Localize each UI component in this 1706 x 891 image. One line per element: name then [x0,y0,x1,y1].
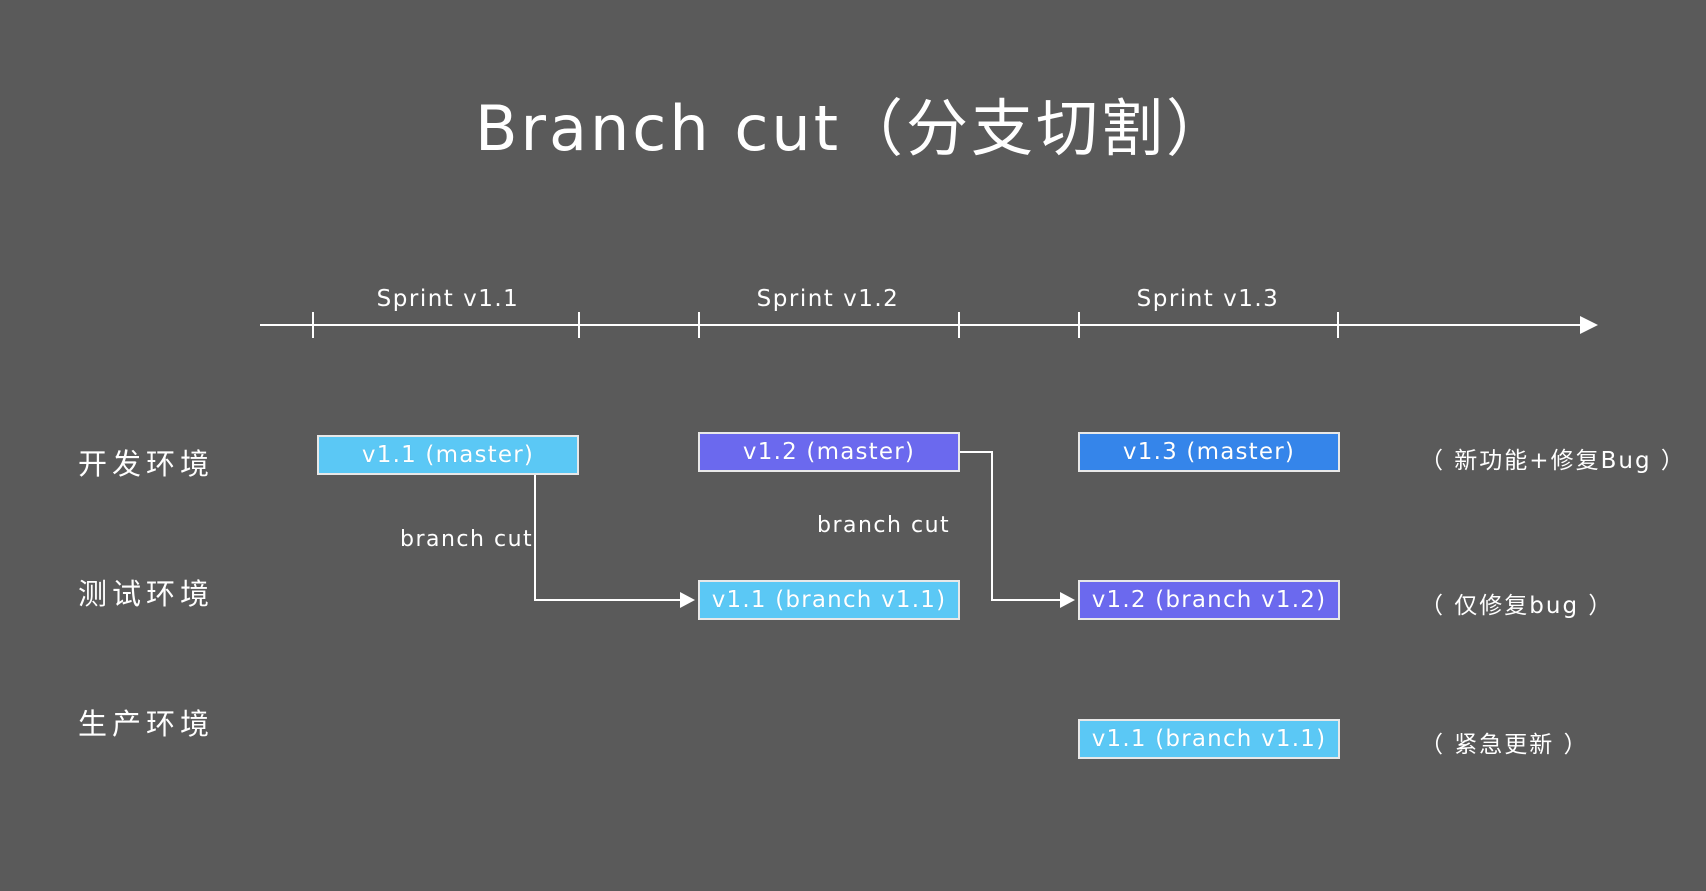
sprint-label-v12: Sprint v1.2 [756,286,900,312]
timeline-arrow-icon [1580,316,1598,334]
version-box-dev-v12[interactable]: v1.2 (master) [698,432,960,472]
version-box-test-v11[interactable]: v1.1 (branch v1.1) [698,580,960,620]
connector-arrowhead-icon [1060,592,1075,608]
page-title: Branch cut（分支切割） [474,92,1232,165]
timeline-tick [958,312,960,338]
connector-segment-vertical [534,475,536,600]
sprint-label-v11: Sprint v1.1 [376,286,520,312]
timeline-tick [312,312,314,338]
version-box-dev-v13[interactable]: v1.3 (master) [1078,432,1340,472]
timeline-axis [260,324,1585,326]
row-label-prod: 生产环境 [78,707,215,741]
note-test: （ 仅修复bug ） [1420,593,1614,619]
connector-label-branch-cut-1: branch cut [400,527,534,552]
connector-segment-horizontal [534,599,680,601]
row-label-test: 测试环境 [78,577,215,611]
sprint-label-v13: Sprint v1.3 [1136,286,1280,312]
note-prod: （ 紧急更新 ） [1420,732,1589,758]
connector-arrowhead-icon [680,592,695,608]
connector-segment-vertical [991,451,993,599]
version-box-test-v12[interactable]: v1.2 (branch v1.2) [1078,580,1340,620]
connector-segment-horizontal [960,451,993,453]
connector-segment-horizontal [991,599,1060,601]
timeline-tick [578,312,580,338]
version-box-prod-v11[interactable]: v1.1 (branch v1.1) [1078,719,1340,759]
version-box-dev-v11[interactable]: v1.1 (master) [317,435,579,475]
timeline-tick [698,312,700,338]
timeline-tick [1337,312,1339,338]
timeline-tick [1078,312,1080,338]
note-dev: （ 新功能+修复Bug ） [1420,448,1686,474]
connector-label-branch-cut-2: branch cut [817,513,951,538]
row-label-dev: 开发环境 [78,447,215,481]
